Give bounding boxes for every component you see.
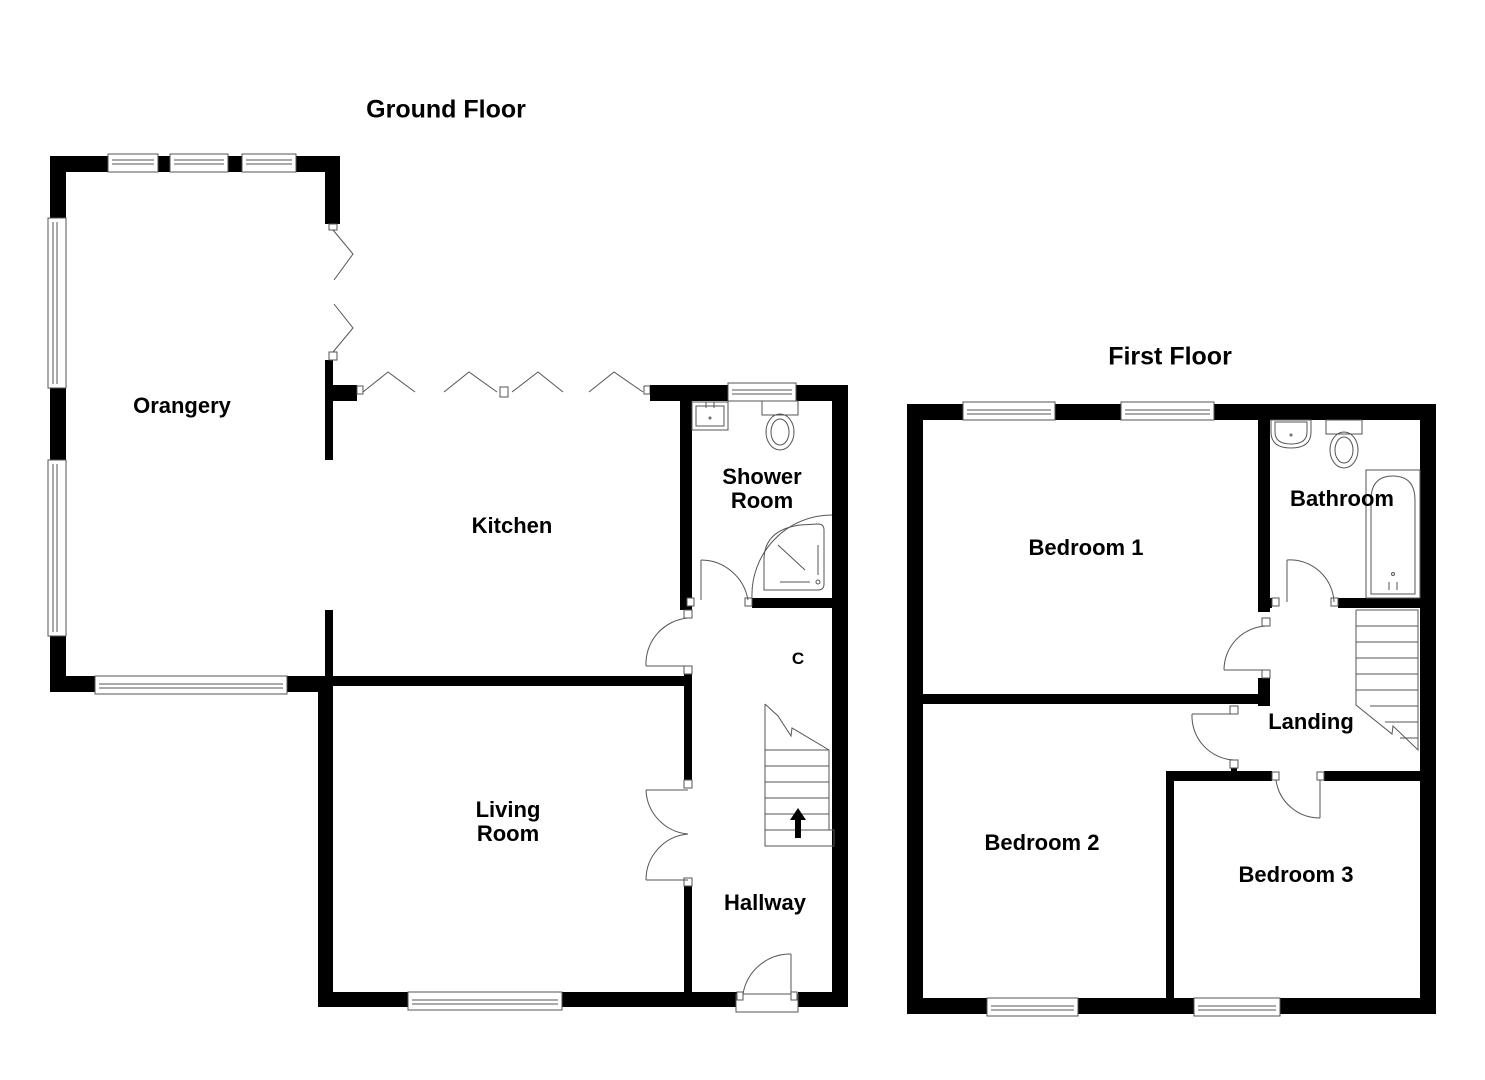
living-room-window (407, 991, 563, 1011)
hallway-south-wall-right (798, 992, 848, 1007)
ground-floor-plan (47, 153, 848, 1013)
bed3-landing-wall-left (1166, 771, 1272, 781)
first-floor-plan (907, 401, 1436, 1017)
room-label-kitchen: Kitchen (471, 513, 553, 538)
first-bottom-wall-c (1280, 998, 1436, 1014)
shower-room-window (727, 382, 797, 402)
orangery-wall-top-pier1 (158, 156, 170, 172)
orangery-wall-bottom-left (50, 676, 95, 692)
first-floor-staircase (1355, 609, 1419, 752)
first-bottom-wall-b (1078, 998, 1194, 1014)
bedroom3-window (1193, 997, 1281, 1017)
hallway-west-wall-lower (684, 884, 692, 996)
kitchen-hallway-door (645, 609, 693, 675)
ground-floor-staircase (764, 703, 835, 847)
first-west-wall (907, 404, 923, 1014)
shower-room-basin (691, 401, 729, 431)
room-label-bedroom2: Bedroom 2 (984, 830, 1100, 855)
room-label-hallway: Hallway (724, 890, 806, 915)
orangery-west-windows (47, 217, 67, 637)
orangery-kitchen-wall-lower (325, 610, 333, 680)
room-label-cupboard: C (791, 649, 805, 668)
shower-room-door (686, 559, 753, 607)
hallway-west-wall-mid (684, 668, 692, 780)
room-label-landing: Landing (1268, 709, 1354, 734)
stairs-up-arrow-icon (790, 808, 806, 838)
kitchen-bifold-doors (356, 371, 651, 398)
living-room-label-line2: Room (476, 821, 540, 846)
bed2-door-jamb-bottom-wall (1231, 762, 1237, 776)
orangery-bottom-window (94, 675, 288, 695)
bedroom2-door (1191, 705, 1239, 769)
shower-hallway-wall (752, 598, 832, 608)
shower-room-toilet (761, 400, 799, 451)
living-south-wall-right (562, 992, 738, 1007)
kitchen-living-wall (333, 676, 688, 686)
shower-room-label-line2: Room (730, 488, 794, 513)
orangery-top-windows (107, 153, 297, 173)
first-bottom-wall-a (907, 998, 987, 1014)
bathroom-landing-wall (1338, 598, 1422, 608)
first-east-wall (1420, 404, 1436, 1014)
first-top-wall-b (1055, 404, 1121, 420)
orangery-kitchen-wall-upper (325, 360, 333, 460)
bedroom3-door (1271, 771, 1325, 819)
ground-floor-title: Ground Floor (366, 95, 526, 124)
shower-room-label-line1: Shower (722, 464, 802, 489)
orangery-wall-ne (325, 156, 340, 224)
room-label-bathroom: Bathroom (1290, 486, 1394, 511)
corner-shower-tray (751, 514, 833, 599)
room-label-bedroom3: Bedroom 3 (1238, 862, 1354, 887)
front-door (735, 953, 799, 1013)
orangery-kitchen-wall-stub (325, 385, 357, 401)
bathroom-door (1271, 559, 1339, 607)
bed1-bed2-wall (923, 694, 1270, 704)
bed3-landing-wall-right (1324, 771, 1422, 781)
shower-kitchen-wall (680, 385, 692, 610)
bathtub (1365, 469, 1421, 599)
orangery-wall-west-pier (50, 388, 66, 460)
first-top-wall-c (1214, 404, 1436, 420)
first-floor-title: First Floor (1108, 342, 1232, 371)
living-room-double-doors (645, 779, 693, 887)
room-label-living-room: Living Room (476, 798, 541, 846)
room-label-bedroom1: Bedroom 1 (1028, 535, 1144, 560)
living-room-label-line1: Living (475, 797, 541, 822)
orangery-wall-top-pier2 (228, 156, 242, 172)
bedroom1-windows (962, 401, 1215, 421)
bathroom-toilet (1325, 419, 1363, 469)
east-external-wall (832, 385, 848, 1007)
orangery-wall-top-left (50, 156, 108, 172)
bed1-bathroom-wall-upper (1258, 404, 1270, 612)
bed2-bed3-wall (1166, 771, 1174, 1006)
bathroom-wall-stub-left (1258, 598, 1272, 608)
room-label-orangery: Orangery (133, 393, 231, 418)
room-label-shower-room: Shower Room (722, 465, 801, 513)
orangery-bifold-doors (328, 223, 354, 361)
living-west-wall (318, 676, 333, 1007)
first-top-wall-a (907, 404, 963, 420)
bedroom2-window (986, 997, 1079, 1017)
living-south-wall-left (318, 992, 408, 1007)
bathroom-basin (1270, 419, 1312, 449)
bedroom1-door (1223, 617, 1271, 679)
